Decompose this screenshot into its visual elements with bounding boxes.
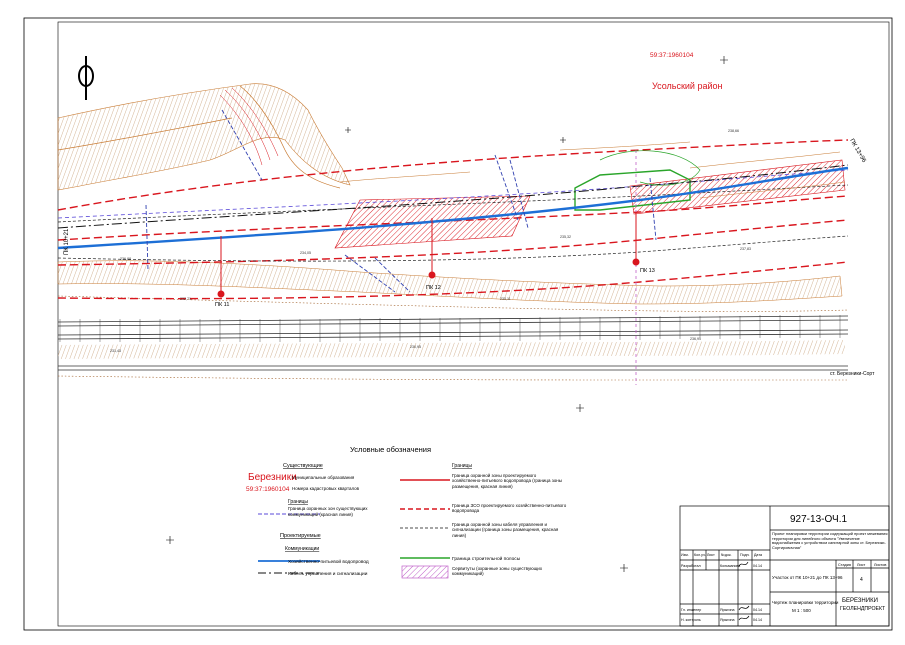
legend-communications-header: Коммуникации (285, 546, 319, 552)
stamp-row-name: Ярыгина (720, 618, 734, 622)
elevation-mark: 236,91 (690, 337, 701, 341)
legend-zone-water-label: Граница охранной зоны проектируемого хоз… (452, 473, 562, 489)
stamp-row-role: Н. контроль (681, 618, 701, 622)
legend-existing-zone: Граница охранных зон существующих коммун… (288, 506, 368, 517)
legend-title: Условные обозначения (350, 445, 431, 454)
stamp-stage-header: Стадия (838, 563, 851, 567)
district-label: Усольский район (652, 81, 723, 91)
end-picket-label: ПК 13+96 (848, 138, 867, 164)
elevation-mark: 236,88 (120, 257, 131, 261)
legend-servitude-label: Сервитуты (охранные зоны существующих ко… (452, 566, 543, 577)
construction-strip-boundary (574, 169, 691, 211)
stamp-row-role: Разработал (681, 564, 701, 568)
legend-existing-zone-label: Граница охранных зон существующих коммун… (288, 506, 368, 517)
designed-water-pipe (57, 166, 849, 250)
legend-sso: Граница ЗСО проектируемого хозяйственно-… (452, 503, 567, 514)
legend-servitude: Сервитуты (охранные зоны существующих ко… (452, 566, 543, 577)
elevation-mark: 234,05 (300, 251, 311, 255)
elevation-marks: 236,88 234,05 232,71 233,11 235,32 237,8… (110, 129, 751, 353)
railway-ballast (58, 340, 845, 359)
stamp-org-name-2: ГЕОЛЕНДПРОЕКТ (840, 606, 886, 612)
stamp-org-name-1: БЕРЕЗНИКИ (842, 598, 878, 604)
legend-designed-header: Проектируемые (280, 533, 321, 539)
protective-zone-boundaries (57, 139, 849, 300)
elevation-mark: 231,43 (110, 349, 121, 353)
outer-frame (23, 17, 893, 631)
stamp-headers: Изм. Кол.уч. Лист №док. Подп. Дата (681, 553, 762, 557)
stamp-header-cell: №док. (721, 553, 732, 557)
station-label: ст. Березники-Сорт (830, 371, 875, 377)
legend-existing-header: Существующие (283, 463, 323, 469)
legend-municipal-name: Березники (248, 472, 297, 483)
legend-borders-header-right: Границы (452, 463, 472, 469)
elevation-mark: 230,95 (410, 345, 421, 349)
stamp-sheet-header: Лист (857, 563, 866, 567)
start-picket-label: ПК 10+21 (64, 228, 70, 255)
signature-marks (738, 561, 750, 621)
legend-cadastral-sample: 59:37:1960104 (246, 486, 290, 493)
control-cable (57, 164, 849, 229)
stamp-description-text: Проект планировки территории содержащий … (772, 532, 888, 550)
embankment-terrain (57, 260, 843, 305)
elevation-mark: 232,71 (180, 297, 191, 301)
stamp-header-cell: Подп. (740, 553, 750, 557)
legend-construction-label: Граница строительной полосы (452, 555, 521, 562)
legend-zone-cable-label: Граница охранной зоны кабеля управления … (452, 522, 559, 538)
legend-sso-label: Граница ЗСО проектируемого хозяйственно-… (452, 503, 567, 514)
elevation-mark: 237,83 (740, 247, 751, 251)
stamp-row-role: Гл. инженер (681, 608, 701, 612)
stamp-row-date: 04.14 (753, 618, 762, 622)
stamp-sheet-title: Участок от ПК 10+21 до ПК 13+96 (772, 575, 843, 580)
hill-terrain (57, 83, 351, 191)
stamp-description: Проект планировки территории содержащий … (772, 532, 888, 550)
elevation-mark: 238,66 (728, 129, 739, 133)
stamp-header-cell: Дата (754, 553, 762, 557)
stamp-code: 927-13-ОЧ.1 (790, 514, 847, 525)
stamp-scale: М 1 : 500 (792, 608, 811, 613)
cadastral-quarter-label: 59:37:1960104 (650, 52, 694, 59)
elevation-mark: 233,11 (500, 297, 511, 301)
legend-water-pipe-label: Хозяйственно-питьевой водопровод (288, 558, 369, 565)
stamp-drawing-title: Чертеж планировки территории (772, 600, 839, 605)
stamp-rows: Разработал Кольманова 04.14 Гл. инженер … (681, 564, 762, 622)
picket-11-label: ПК 11 (215, 302, 229, 308)
stamp-header-cell: Изм. (681, 553, 689, 557)
legend-zone-cable: Граница охранной зоны кабеля управления … (452, 522, 559, 538)
legend-borders-header-left: Границы (288, 499, 308, 505)
stamp-row-name: Ярыгина (720, 608, 734, 612)
stamp-sheet-number: 4 (860, 577, 863, 583)
stamp-sheets-header: Листов (874, 563, 886, 567)
legend-zone-water: Граница охранной зоны проектируемого хоз… (452, 473, 562, 489)
railway-tracks (57, 315, 849, 371)
picket-markers (217, 212, 640, 298)
stamp-row-name: Кольманова (720, 564, 740, 568)
title-block (679, 505, 890, 627)
legend-cable-label: Кабель управления и сигнализации (288, 571, 368, 577)
legend-municipal-label: Муниципальные образования (292, 475, 355, 480)
picket-13-label: ПК 13 (640, 268, 655, 274)
picket-12-label: ПК 12 (426, 285, 441, 291)
elevation-mark: 235,32 (560, 235, 571, 239)
legend-swatches (258, 479, 450, 579)
north-arrow-icon (78, 56, 94, 100)
stamp-row-date: 04.14 (753, 608, 762, 612)
legend-cadastral-label: Номера кадастровых кварталов (292, 486, 360, 491)
stamp-row-date: 04.14 (753, 564, 762, 568)
inner-frame (57, 21, 890, 627)
stamp-header-cell: Лист (707, 553, 715, 557)
stamp-header-cell: Кол.уч. (694, 553, 706, 557)
